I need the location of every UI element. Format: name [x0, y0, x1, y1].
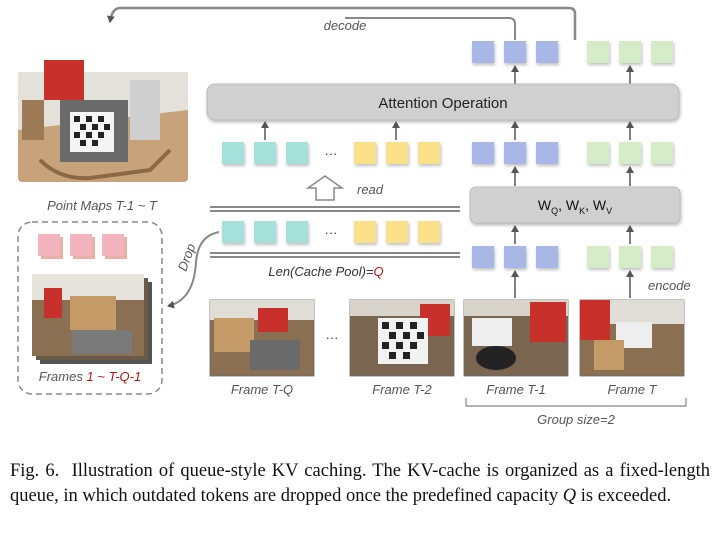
frames-ellipsis: ···: [326, 330, 339, 345]
frame-t-2-label: Frame T-2: [372, 382, 432, 397]
dropped-frames-box: [17, 221, 163, 395]
dropped-frames-stack: [32, 274, 152, 364]
projection-weights-label: WQ, WK, WV: [538, 197, 612, 216]
wv-label: W: [593, 197, 607, 213]
dropped-frames-prefix: Frames: [39, 369, 87, 384]
figure-caption: Fig. 6. Illustration of queue-style KV c…: [10, 459, 710, 509]
frame-t-1: [463, 299, 569, 377]
output-token-green-2: [619, 41, 641, 63]
dropped-token-pink-1: [38, 234, 60, 256]
read-row-ellipsis: ···: [325, 146, 338, 161]
decode-arrow: [106, 6, 577, 40]
wv-subscript: V: [606, 206, 612, 216]
read-token-yellow-3: [418, 142, 440, 164]
read-token-teal-1: [222, 142, 244, 164]
caption-q: Q: [562, 486, 577, 506]
read-token-teal-2: [254, 142, 276, 164]
frame-t-1-label: Frame T-1: [486, 382, 545, 397]
attention-operation-label: Attention Operation: [378, 95, 507, 112]
read-tokens-row: ···: [222, 142, 673, 164]
mid-token-green-1: [587, 142, 609, 164]
attention-operation-box: [206, 83, 680, 121]
dropped-frames-label: Frames 1 ~ T-Q-1: [39, 369, 141, 384]
caption-text: Illustration of queue-style KV caching. …: [10, 461, 710, 506]
read-token-teal-3: [286, 142, 308, 164]
group-size-label: Group size=2: [537, 412, 615, 427]
cache-token-yellow-2: [386, 221, 408, 243]
dropped-token-pink-2: [70, 234, 92, 256]
frame-t-q-label: Frame T-Q: [231, 382, 293, 397]
point-maps-label: Point Maps T-1 ~ T: [47, 198, 158, 213]
frame-t: [579, 299, 685, 377]
output-token-blue-1: [472, 41, 494, 63]
group-size-bracket: [465, 398, 687, 407]
output-token-green-3: [651, 41, 673, 63]
point-map-image: [18, 60, 188, 182]
output-tokens: [472, 41, 673, 63]
cache-pool: ···: [210, 206, 460, 258]
wk-subscript: K: [579, 206, 585, 216]
cache-token-teal-1: [222, 221, 244, 243]
diagram: Point Maps T-1 ~ T decode Attention Oper…: [17, 6, 691, 427]
mid-token-blue-1: [472, 142, 494, 164]
encoded-token-green-1: [587, 246, 609, 268]
mid-token-green-3: [651, 142, 673, 164]
decode-label: decode: [324, 18, 367, 33]
frame-t-label: Frame T: [607, 382, 657, 397]
read-arrow-icon: [305, 175, 345, 201]
caption-fig-number: Fig. 6.: [10, 461, 60, 481]
output-token-blue-3: [536, 41, 558, 63]
wq-subscript: Q: [551, 206, 558, 216]
cache-length-q: Q: [374, 264, 384, 279]
dropped-frames-range: 1 ~ T-Q-1: [86, 369, 141, 384]
caption-text-end: is exceeded.: [580, 486, 672, 506]
mid-token-blue-2: [504, 142, 526, 164]
frame-t-2: [349, 299, 455, 377]
encode-label: encode: [648, 278, 691, 293]
encoded-token-green-2: [619, 246, 641, 268]
encoded-tokens: [472, 246, 673, 268]
cache-token-teal-3: [286, 221, 308, 243]
mid-token-green-2: [619, 142, 641, 164]
cache-token-yellow-1: [354, 221, 376, 243]
mid-token-blue-3: [536, 142, 558, 164]
encoded-token-green-3: [651, 246, 673, 268]
output-token-blue-2: [504, 41, 526, 63]
projection-weights-box: [469, 186, 681, 224]
cache-row-ellipsis: ···: [325, 225, 338, 240]
output-token-green-1: [587, 41, 609, 63]
read-token-yellow-2: [386, 142, 408, 164]
encoded-token-blue-2: [504, 246, 526, 268]
read-label: read: [357, 182, 384, 197]
wk-label: W: [566, 197, 580, 213]
encoded-token-blue-1: [472, 246, 494, 268]
read-token-yellow-1: [354, 142, 376, 164]
dropped-token-pink-3: [102, 234, 124, 256]
wq-label: W: [538, 197, 552, 213]
cache-token-teal-2: [254, 221, 276, 243]
cache-token-yellow-3: [418, 221, 440, 243]
frame-t-q: [209, 299, 315, 377]
cache-length-prefix: Len(Cache Pool)=: [268, 264, 374, 279]
dropped-tokens: [38, 234, 127, 259]
encoded-token-blue-3: [536, 246, 558, 268]
cache-length-label: Len(Cache Pool)=Q: [268, 264, 383, 279]
drop-arrow: [167, 231, 220, 309]
